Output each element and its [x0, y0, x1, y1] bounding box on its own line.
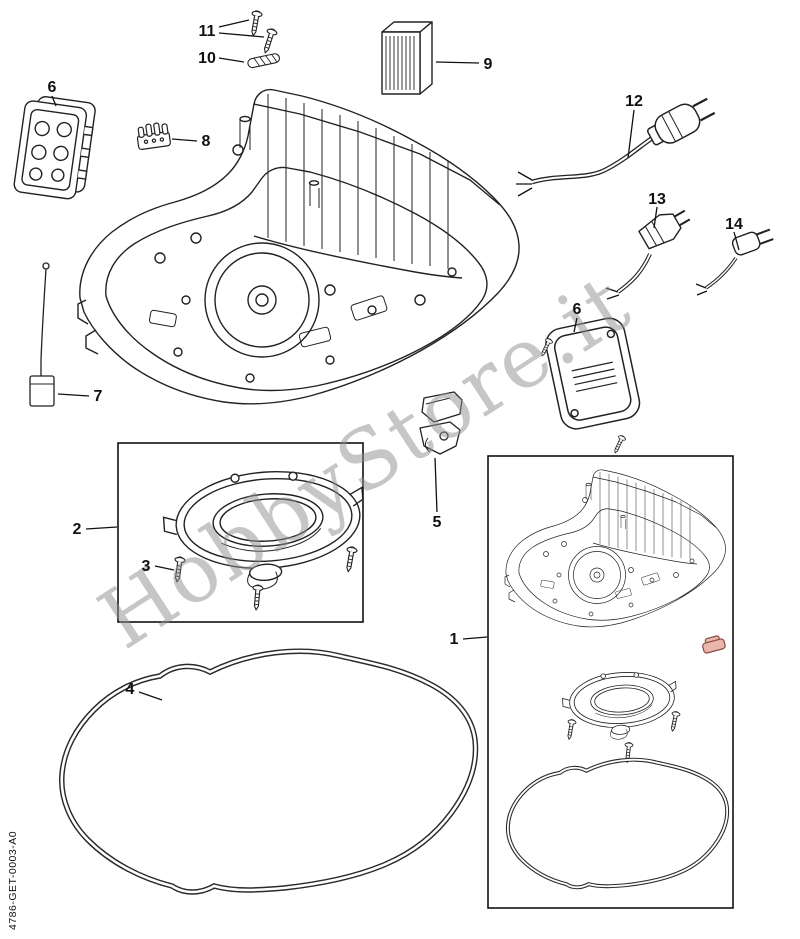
part-9-filter-box: [381, 21, 433, 95]
callout-1: 1: [450, 631, 488, 648]
callout-14-label: 14: [725, 216, 743, 233]
callout-11: 11: [199, 19, 265, 40]
callout-8: 8: [171, 133, 211, 150]
callout-3-label: 3: [142, 558, 151, 575]
callout-1-label: 1: [450, 631, 459, 648]
part-11-screws: [247, 9, 279, 56]
callout-4-label: 4: [126, 681, 135, 698]
callout-6b: 6: [573, 301, 582, 333]
callout-5-label: 5: [433, 514, 442, 531]
callout-8-label: 8: [202, 133, 211, 150]
callout-7: 7: [57, 388, 103, 405]
mini-gasket: [505, 757, 730, 890]
callout-6b-label: 6: [573, 301, 582, 318]
callout-12-label: 12: [625, 93, 643, 110]
part-2-group-box: [117, 442, 370, 623]
callout-10: 10: [198, 50, 245, 67]
part-8-cable-comb: [136, 122, 171, 150]
callout-6a-label: 6: [48, 79, 57, 96]
callout-12: 12: [625, 93, 643, 159]
part-6-cover-right: [538, 317, 641, 456]
callout-6a: 6: [48, 79, 57, 107]
part-12-power-cable: [516, 97, 716, 197]
part-5-bracket: [419, 391, 463, 455]
part-1-group-box: [487, 455, 734, 909]
callout-10-label: 10: [198, 50, 216, 67]
callout-7-label: 7: [94, 388, 103, 405]
part-10-pin: [246, 52, 281, 69]
callout-13-label: 13: [648, 191, 666, 208]
part-7-rod-box: [29, 262, 55, 407]
callout-4: 4: [126, 681, 163, 701]
part-6-bracket-left: [13, 96, 96, 200]
part-13-plug-lead: [605, 209, 691, 300]
callout-9-label: 9: [484, 56, 493, 73]
mini-fan-housing: [560, 668, 680, 744]
doc-code: 4786-GET-0003-A0: [7, 831, 19, 930]
callout-11-label: 11: [199, 23, 216, 40]
callouts: 11 10 9 6 8 12 13 14: [48, 19, 743, 701]
callout-5: 5: [433, 457, 442, 531]
part-4-gasket: [62, 651, 476, 892]
callout-13: 13: [648, 191, 666, 229]
mini-housing: [504, 469, 726, 628]
callout-9: 9: [435, 56, 493, 73]
callout-3: 3: [142, 558, 175, 575]
callout-2-label: 2: [73, 521, 82, 538]
mini-clip: [702, 635, 726, 654]
callout-2: 2: [73, 521, 118, 538]
callout-14: 14: [725, 216, 743, 251]
